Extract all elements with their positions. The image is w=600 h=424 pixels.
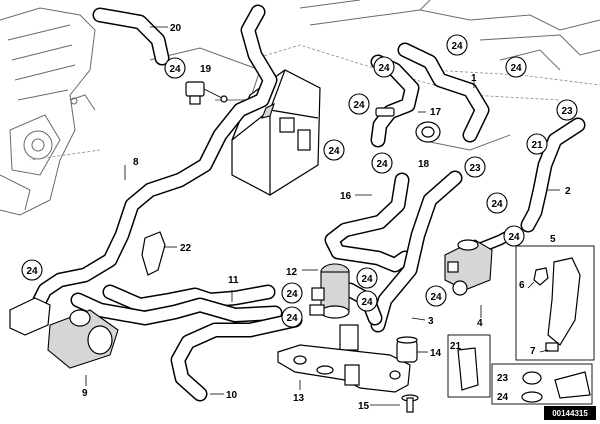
callout-24-l: 24 xyxy=(281,282,303,304)
ring-18 xyxy=(415,121,441,143)
label-20: 20 xyxy=(170,23,182,34)
callout-24-i: 24 xyxy=(503,225,525,247)
label-3: 3 xyxy=(428,316,434,327)
inset-box-5 xyxy=(515,245,595,361)
label-11: 11 xyxy=(228,275,239,286)
svg-text:24: 24 xyxy=(508,232,520,243)
svg-text:24: 24 xyxy=(328,146,340,157)
label-12: 12 xyxy=(286,267,298,278)
diagram-code-badge: 00144315 xyxy=(544,406,596,420)
leader-lines xyxy=(85,26,560,406)
callout-24-n: 24 xyxy=(425,285,447,307)
thermostat-9 xyxy=(9,297,119,369)
label-4: 4 xyxy=(477,318,483,329)
callout-24-k: 24 xyxy=(356,267,378,289)
svg-text:21: 21 xyxy=(531,140,543,151)
label-19: 19 xyxy=(200,64,212,75)
svg-text:24: 24 xyxy=(353,100,365,111)
svg-text:24: 24 xyxy=(286,289,298,300)
callout-24-f: 24 xyxy=(323,139,345,161)
callout-24-h: 24 xyxy=(486,192,508,214)
label-23-inset: 23 xyxy=(497,373,509,384)
label-16: 16 xyxy=(340,191,352,202)
bracket-22 xyxy=(141,231,166,276)
label-14: 14 xyxy=(430,348,442,359)
label-21-inset: 21 xyxy=(450,341,462,352)
svg-text:24: 24 xyxy=(361,274,373,285)
callout-24-b: 24 xyxy=(373,56,395,78)
label-7: 7 xyxy=(530,346,536,357)
svg-text:24: 24 xyxy=(376,159,388,170)
svg-text:23: 23 xyxy=(561,106,573,117)
label-18: 18 xyxy=(418,159,430,170)
callout-24-g: 24 xyxy=(371,152,393,174)
callout-24-e: 24 xyxy=(348,93,370,115)
clamp-17 xyxy=(375,107,395,117)
expansion-tank xyxy=(231,69,321,196)
water-valve-4 xyxy=(444,239,493,296)
svg-text:24: 24 xyxy=(430,292,442,303)
label-5: 5 xyxy=(550,234,556,245)
hose-group xyxy=(32,4,586,402)
svg-text:24: 24 xyxy=(26,266,38,277)
inset-box-21 xyxy=(447,334,491,398)
svg-text:24: 24 xyxy=(169,64,181,75)
water-valve-12 xyxy=(309,263,359,351)
callout-24-o: 24 xyxy=(281,306,303,328)
callout-21-a: 21 xyxy=(526,133,548,155)
label-8: 8 xyxy=(133,157,139,168)
svg-text:24: 24 xyxy=(491,199,503,210)
svg-text:00144315: 00144315 xyxy=(552,409,588,418)
screw-15 xyxy=(401,394,419,413)
label-6: 6 xyxy=(519,280,525,291)
inset-box-clamps xyxy=(491,363,593,405)
label-9: 9 xyxy=(82,388,88,399)
callout-24-d: 24 xyxy=(505,56,527,78)
callout-24-j: 24 xyxy=(21,259,43,281)
label-13: 13 xyxy=(293,393,305,404)
label-15: 15 xyxy=(358,401,370,412)
svg-text:24: 24 xyxy=(451,41,463,52)
svg-text:23: 23 xyxy=(469,163,481,174)
label-22: 22 xyxy=(180,243,192,254)
bracket-13 xyxy=(277,344,411,393)
label-24-inset: 24 xyxy=(497,392,509,403)
label-1: 1 xyxy=(471,73,477,84)
sensor-19 xyxy=(185,81,228,105)
svg-text:24: 24 xyxy=(510,63,522,74)
grommet-14 xyxy=(396,336,418,363)
callout-23-b: 23 xyxy=(464,156,486,178)
callout-24-m: 24 xyxy=(356,290,378,312)
callout-23-a: 23 xyxy=(556,99,578,121)
label-17: 17 xyxy=(430,107,442,118)
label-2: 2 xyxy=(565,186,571,197)
svg-text:24: 24 xyxy=(286,313,298,324)
callout-24-a: 24 xyxy=(164,57,186,79)
circle-callouts: 24 24 24 24 24 24 24 23 21 23 24 24 24 2… xyxy=(21,34,578,328)
callout-24-c: 24 xyxy=(446,34,468,56)
label-10: 10 xyxy=(226,390,238,401)
part-number-labels: 20 19 8 22 11 10 9 12 13 14 15 16 17 18 … xyxy=(82,23,571,412)
svg-text:24: 24 xyxy=(378,63,390,74)
svg-text:24: 24 xyxy=(361,297,373,308)
